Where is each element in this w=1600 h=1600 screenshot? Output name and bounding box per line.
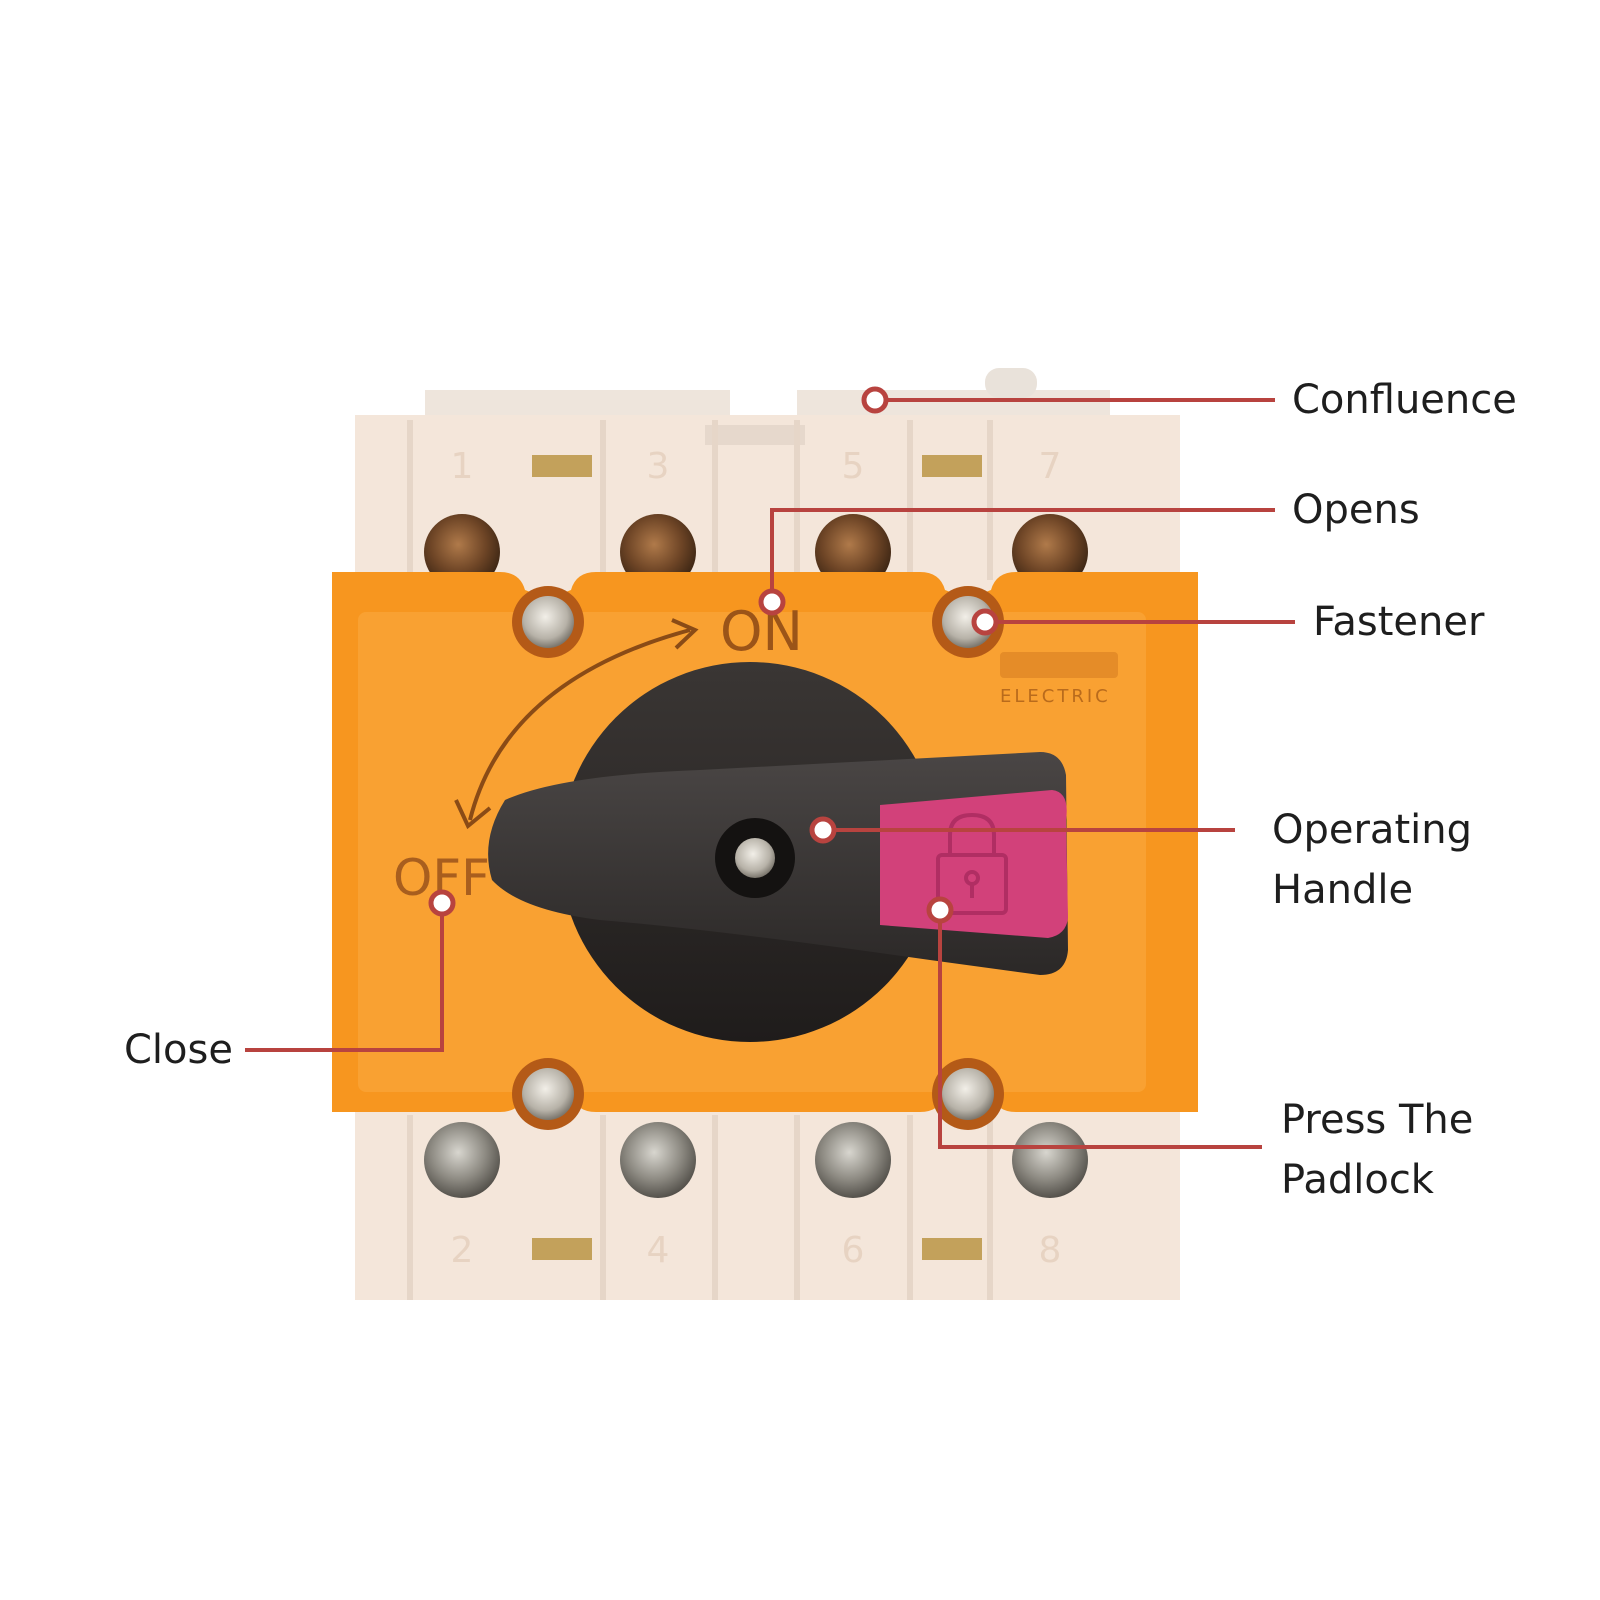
- dot-opens: [758, 588, 786, 616]
- cable-stub: [985, 368, 1037, 398]
- callout-opens-line-1: Opens: [1292, 487, 1420, 533]
- callout-operating-handle-line-1: Operating: [1272, 807, 1472, 853]
- fastener-screw: [522, 1068, 574, 1120]
- on-label: ON: [720, 600, 803, 663]
- terminal-screw: [620, 514, 696, 590]
- indicator-window: [922, 1238, 982, 1260]
- callout-fastener-line-1: Fastener: [1313, 599, 1485, 645]
- terminal-screw: [1012, 514, 1088, 590]
- callout-padlock: Press The Padlock: [1281, 1090, 1473, 1210]
- terminal-number-8: 8: [1039, 1230, 1062, 1271]
- terminal-screw: [424, 514, 500, 590]
- bottom-terminal-screws: [424, 1122, 1088, 1198]
- dot-padlock: [926, 896, 954, 924]
- dot-confluence: [861, 386, 889, 414]
- terminal-screw: [815, 514, 891, 590]
- terminal-screw: [620, 1122, 696, 1198]
- indicator-window: [532, 455, 592, 477]
- arrow-head-on: [671, 618, 699, 650]
- terminal-screw: [815, 1122, 891, 1198]
- brand-logo-mark: [1000, 652, 1118, 678]
- callout-operating-handle: Operating Handle: [1272, 800, 1472, 920]
- callout-padlock-line-2: Padlock: [1281, 1157, 1434, 1203]
- indicator-window: [922, 455, 982, 477]
- callout-fastener: Fastener: [1313, 592, 1484, 652]
- callout-padlock-line-1: Press The: [1281, 1097, 1474, 1143]
- padlock-icon: [936, 812, 1008, 915]
- terminal-number-6: 6: [842, 1230, 865, 1271]
- padlock-button[interactable]: [880, 790, 1068, 938]
- terminal-number-4: 4: [647, 1230, 670, 1271]
- top-terminal-numbers: 1 3 5 7: [451, 446, 1062, 487]
- plate-fasteners: [512, 586, 1004, 1130]
- terminal-number-5: 5: [842, 446, 865, 487]
- dot-fastener: [971, 608, 999, 636]
- indicator-window: [532, 1238, 592, 1260]
- callout-close: Close: [124, 1020, 233, 1080]
- leader-padlock: [938, 910, 1262, 1149]
- bottom-terminal-numbers: 2 4 6 8: [451, 1230, 1062, 1271]
- callout-operating-handle-line-2: Handle: [1272, 867, 1414, 913]
- terminal-screw: [1012, 1122, 1088, 1198]
- callout-opens: Opens: [1292, 480, 1420, 540]
- terminal-number-2: 2: [451, 1230, 474, 1271]
- rotation-arrow: [468, 628, 691, 821]
- terminal-screw: [424, 1122, 500, 1198]
- brand-subtitle: ELECTRIC: [1000, 686, 1111, 707]
- center-slot: [705, 425, 805, 445]
- brand-logo: ELECTRIC: [1000, 652, 1118, 707]
- callout-dots: [428, 386, 999, 924]
- fastener-screw: [942, 596, 994, 648]
- terminal-number-7: 7: [1039, 446, 1062, 487]
- callout-confluence-line-1: Confluence: [1292, 377, 1517, 423]
- top-terminal-screws: [424, 514, 1088, 590]
- terminal-number-3: 3: [647, 446, 670, 487]
- callout-close-line-1: Close: [124, 1027, 233, 1073]
- arrow-head-off: [454, 799, 492, 830]
- callout-confluence: Confluence: [1292, 370, 1517, 430]
- terminal-number-1: 1: [451, 446, 474, 487]
- fastener-screw: [942, 1068, 994, 1120]
- fastener-screw: [522, 596, 574, 648]
- dot-operating-handle: [809, 816, 837, 844]
- indicator-windows: [532, 455, 982, 1260]
- leader-opens: [770, 508, 1275, 598]
- padlock-button-body[interactable]: [880, 790, 1068, 938]
- leader-close: [245, 903, 444, 1052]
- leader-lines: [245, 398, 1295, 1149]
- handle-screw: [735, 838, 775, 878]
- dot-close: [428, 889, 456, 917]
